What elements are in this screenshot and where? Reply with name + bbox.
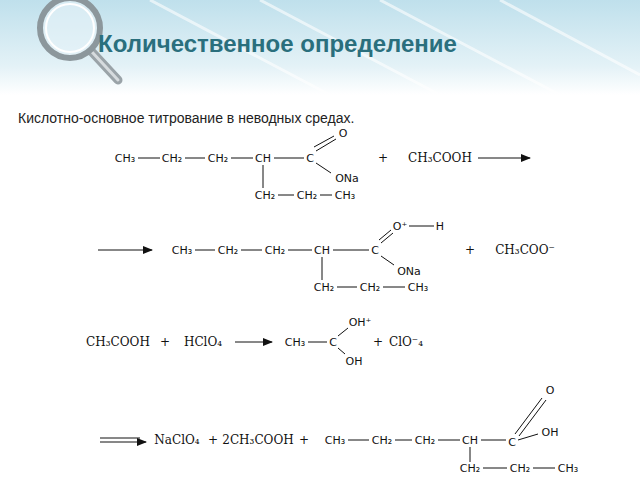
formula-text: + [465, 244, 475, 256]
formula-text: O [339, 128, 348, 139]
formula-text: CH₂ [360, 282, 380, 293]
formula-text: CH₂ [255, 190, 275, 201]
formula-text: C [371, 245, 379, 256]
formula-text: ONa [397, 266, 421, 277]
formula-text: CH [314, 245, 330, 256]
formula-text: + [160, 336, 170, 348]
formula-text: CH₃COOH [408, 152, 472, 164]
formula-text: CH₃ [558, 463, 578, 474]
formula-text: C [306, 153, 314, 164]
formula-text: ONa [335, 173, 359, 184]
formula-text: CH₃ [285, 337, 305, 348]
formula-text: CH₃ [335, 190, 355, 201]
formula-text: CH₂ [415, 435, 435, 446]
formula-text: O [546, 385, 555, 396]
formula-text: CH₃ [172, 245, 192, 256]
formula-text: CH₃ [115, 153, 135, 164]
slide-title: Количественное определение [98, 30, 457, 58]
formula-text: OH [346, 356, 363, 367]
formula-text: OH [542, 427, 559, 438]
formula-text: CH₂ [372, 435, 392, 446]
subtitle: Кислотно-основное титрование в неводных … [18, 110, 354, 126]
formula-text: CH₂ [297, 190, 317, 201]
formula-text: + [378, 152, 388, 164]
formula-text: CH₂ [460, 463, 480, 474]
formula-text: H [436, 221, 444, 232]
formula-text: CH₂ [314, 282, 334, 293]
formula-text: CH₂ [208, 153, 228, 164]
formula-text: CH₃COOH [86, 336, 150, 348]
formula-text: CH₂ [218, 245, 238, 256]
formula-text: CH₂ [510, 463, 530, 474]
formula-text: C [508, 437, 516, 448]
formula-text: + [299, 434, 309, 446]
formula-text: 2CH₃COOH [222, 434, 293, 446]
formula-text: CH₃COO⁻ [495, 244, 555, 256]
formula-text: CH₂ [162, 153, 182, 164]
formula-text: CH [462, 435, 478, 446]
formula-text: CH [255, 153, 271, 164]
formula-text: + [208, 434, 218, 446]
bonds [98, 136, 555, 468]
formula-text: HClO₄ [184, 336, 222, 348]
formula-text: NaClO₄ [154, 434, 199, 446]
formula-text: CH₃ [408, 282, 428, 293]
formula-text: CH₃ [325, 435, 345, 446]
formula-text: OH⁺ [349, 317, 372, 328]
formula-text: ClO⁻₄ [389, 336, 423, 348]
formula-text: + [373, 336, 383, 348]
formula-text: O⁺ [393, 221, 407, 232]
formula-text: C [329, 337, 337, 348]
formula-text: CH₂ [265, 245, 285, 256]
